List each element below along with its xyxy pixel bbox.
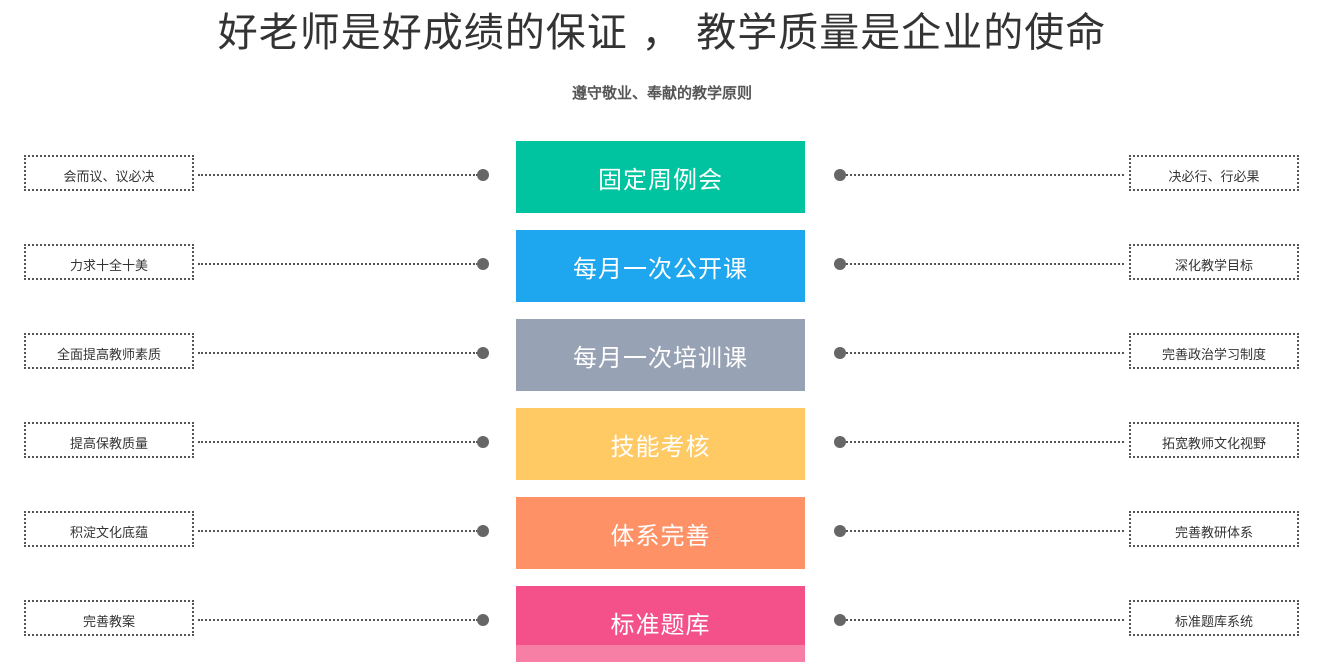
principle-row-4: 提高保教质量 技能考核 拓宽教师文化视野 [0,408,1344,480]
right-connector-dot [834,258,846,270]
principle-row-3: 全面提高教师素质 每月一次培训课 完善政治学习制度 [0,319,1344,391]
left-connector-line [198,174,478,176]
page-subtitle: 遵守敬业、奉献的教学原则 [571,84,752,102]
left-label-box: 积淀文化底蕴 [24,511,194,547]
left-connector-line [198,263,478,265]
center-block: 体系完善 [516,497,805,569]
right-connector-dot [834,169,846,181]
right-label-box: 深化教学目标 [1129,244,1299,280]
right-label-box: 完善教研体系 [1129,511,1299,547]
center-block: 每月一次培训课 [516,319,805,391]
left-label-box: 完善教案 [24,600,194,636]
left-label-box: 提高保教质量 [24,422,194,458]
right-label-box: 标准题库系统 [1129,600,1299,636]
left-label-box: 全面提高教师素质 [24,333,194,369]
right-connector-line [846,619,1124,621]
right-connector-line [846,174,1124,176]
left-connector-dot [477,347,489,359]
right-connector-line [846,352,1124,354]
principle-row-5: 积淀文化底蕴 体系完善 完善教研体系 [0,497,1344,569]
right-connector-dot [834,347,846,359]
left-connector-line [198,441,478,443]
next-block-strip [516,645,805,662]
center-block: 固定周例会 [516,141,805,213]
right-label-box: 拓宽教师文化视野 [1129,422,1299,458]
left-label-box: 会而议、议必决 [24,155,194,191]
right-label-box: 决必行、行必果 [1129,155,1299,191]
left-connector-dot [477,169,489,181]
right-connector-dot [834,525,846,537]
principle-row-1: 会而议、议必决 固定周例会 决必行、行必果 [0,141,1344,213]
right-label-box: 完善政治学习制度 [1129,333,1299,369]
left-connector-dot [477,614,489,626]
left-connector-dot [477,258,489,270]
right-connector-line [846,263,1124,265]
right-connector-dot [834,436,846,448]
left-connector-line [198,530,478,532]
page-title: 好老师是好成绩的保证 ， 教学质量是企业的使命 [217,10,1107,56]
left-connector-dot [477,436,489,448]
left-connector-dot [477,525,489,537]
right-connector-dot [834,614,846,626]
center-block: 技能考核 [516,408,805,480]
left-connector-line [198,619,478,621]
center-block: 每月一次公开课 [516,230,805,302]
right-connector-line [846,530,1124,532]
left-label-box: 力求十全十美 [24,244,194,280]
principle-row-2: 力求十全十美 每月一次公开课 深化教学目标 [0,230,1344,302]
right-connector-line [846,441,1124,443]
left-connector-line [198,352,478,354]
